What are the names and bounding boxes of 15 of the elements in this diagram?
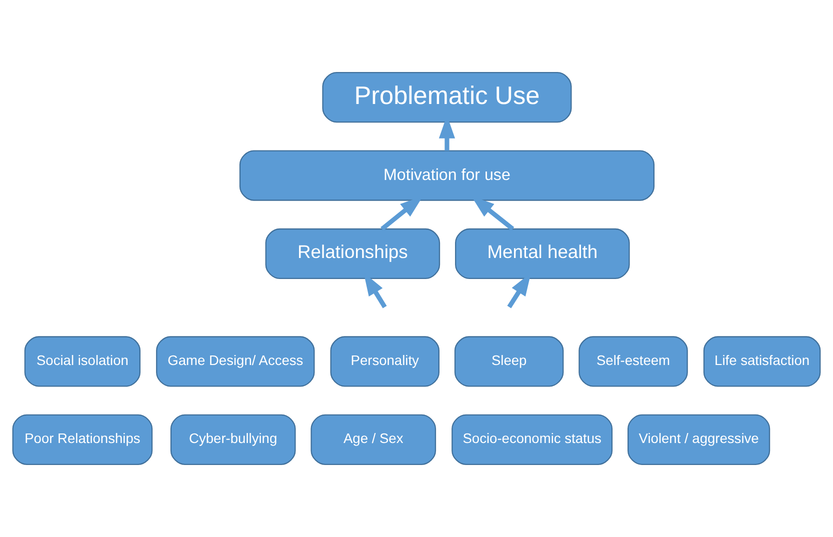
node-box: Self-esteem bbox=[578, 336, 688, 387]
node-box: Poor Relationships bbox=[12, 414, 153, 465]
node-box: Life satisfaction bbox=[703, 336, 821, 387]
node-box: Age / Sex bbox=[310, 414, 436, 465]
node-box: Problematic Use bbox=[322, 72, 572, 123]
node-box: Game Design/ Access bbox=[156, 336, 315, 387]
node-box: Social isolation bbox=[24, 336, 141, 387]
node-box: Personality bbox=[330, 336, 440, 387]
node-box: Socio-economic status bbox=[452, 414, 613, 465]
node-box: Motivation for use bbox=[239, 150, 655, 201]
node-box: Relationships bbox=[265, 228, 440, 279]
node-box: Mental health bbox=[455, 228, 630, 279]
node-box: Violent / aggressive bbox=[628, 414, 770, 465]
node-box: Cyber-bullying bbox=[170, 414, 296, 465]
node-box: Sleep bbox=[454, 336, 564, 387]
